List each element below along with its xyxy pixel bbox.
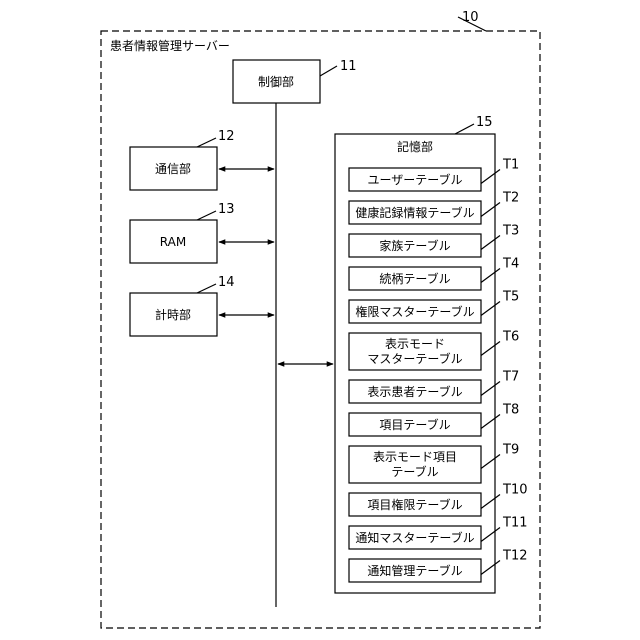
ram-unit: RAM 13 (130, 202, 274, 263)
table-name-line: 表示モード (385, 337, 445, 351)
table-name-line: 表示モード項目 (373, 450, 457, 464)
table-id: T10 (502, 483, 527, 498)
control-unit: 制御部 11 (233, 59, 357, 103)
table-name: 通知管理テーブル (367, 563, 462, 578)
ram-number-leader (197, 211, 216, 220)
comm-label: 通信部 (155, 161, 191, 176)
comm-number-leader (197, 138, 216, 147)
table-name: 項目権限テーブル (367, 497, 462, 512)
table-name: 表示患者テーブル (367, 384, 462, 399)
ram-label: RAM (160, 235, 186, 249)
storage-unit: 記憶部 15 ユーザーテーブル T1 健康記録情報テーブル T2 家族テーブル T3 続柄テ… (278, 115, 527, 593)
server-label: 患者情報管理サーバー (110, 38, 230, 53)
table-name: 項目テーブル (379, 417, 450, 432)
storage-label: 記憶部 (397, 139, 433, 154)
table-name-line: マスターテーブル (367, 351, 462, 366)
table-id: T5 (502, 290, 519, 305)
timer-number: 14 (218, 275, 235, 290)
ram-number: 13 (218, 202, 235, 217)
table-id: T6 (502, 330, 519, 345)
table-id: T12 (502, 549, 527, 564)
control-label: 制御部 (258, 74, 294, 89)
table-name: 権限マスターテーブル (355, 304, 474, 319)
table-name: ユーザーテーブル (367, 172, 462, 187)
table-id: T4 (502, 257, 519, 272)
table-id: T9 (502, 443, 519, 458)
table-id: T1 (502, 158, 519, 173)
table-name: 通知マスターテーブル (355, 530, 474, 545)
timer-label: 計時部 (155, 307, 191, 322)
table-name: 家族テーブル (379, 238, 450, 253)
control-number: 11 (340, 59, 357, 74)
table-id: T2 (502, 191, 519, 206)
storage-number: 15 (476, 115, 493, 130)
communication-unit: 通信部 12 (130, 129, 274, 190)
table-name-line: テーブル (391, 464, 438, 479)
table-id: T3 (502, 224, 519, 239)
server-number: 10 (462, 10, 479, 25)
table-id: T7 (502, 370, 519, 385)
table-id: T11 (502, 516, 527, 531)
timer-unit: 計時部 14 (130, 275, 274, 336)
storage-number-leader (455, 124, 474, 134)
table-name: 続柄テーブル (379, 271, 450, 286)
table-id: T8 (502, 403, 519, 418)
comm-number: 12 (218, 129, 235, 144)
control-number-leader (320, 66, 337, 76)
table-name: 健康記録情報テーブル (355, 205, 474, 220)
timer-number-leader (197, 284, 216, 293)
